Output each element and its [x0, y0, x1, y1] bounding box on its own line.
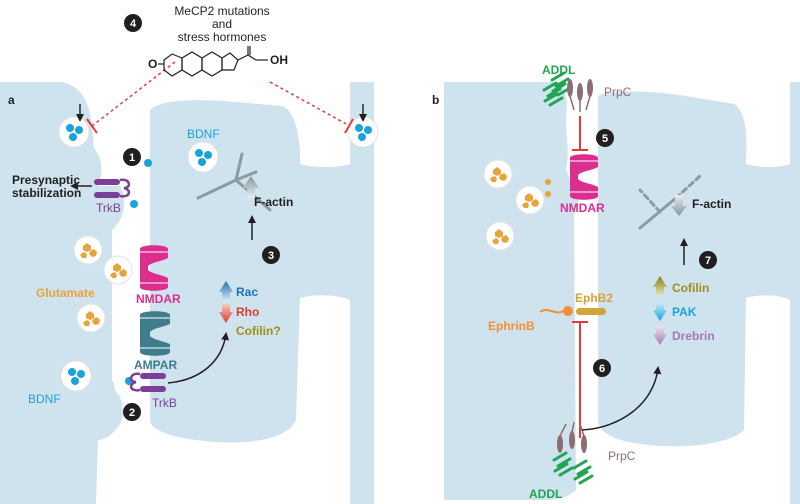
step-5-number: 5 [602, 133, 608, 145]
drebrin-down-arrow [653, 326, 667, 345]
ephb2-receptor [539, 306, 606, 316]
step-6-number: 6 [599, 363, 605, 375]
trkb-signaling-arrow [167, 332, 230, 384]
factin-up-arrow-a [243, 176, 259, 198]
bdnf-label-bottom: BDNF [28, 392, 61, 406]
rho-down-arrow [219, 304, 233, 323]
nmdar-receptor-a [140, 245, 168, 291]
cofilin-label-b: Cofilin [672, 281, 709, 295]
trkb-label-bottom: TrkB [152, 396, 177, 410]
glutamate-label: Glutamate [36, 286, 95, 300]
panel-b: 5 6 7 b ADDL ADDL PrpC PrpC NMDAR F-acti… [432, 63, 800, 504]
step-7-number: 7 [705, 255, 711, 267]
ephrinb-label: EphrinB [488, 319, 535, 333]
rac-up-arrow [219, 281, 233, 300]
cofilin-label-a: Cofilin? [236, 324, 281, 338]
bdnf-label-top: BDNF [187, 127, 220, 141]
addl-label-top: ADDL [542, 63, 575, 77]
actin-filament-b [638, 174, 702, 230]
ephb2-label: EphB2 [575, 291, 613, 305]
rho-label: Rho [236, 305, 259, 319]
addl-oligomer-bottom [572, 459, 594, 485]
factin-label-a: F-actin [254, 195, 293, 209]
ketone-o-label: O [148, 57, 157, 71]
presynaptic-terminal-left [0, 82, 125, 504]
step-1-number: 1 [129, 152, 135, 164]
trkb-receptor-bottom [129, 372, 166, 392]
glutamate-vesicle [515, 185, 545, 215]
addl-label-bottom: ADDL [529, 487, 562, 501]
step-badge-2 [123, 403, 141, 421]
panel-a-letter: a [8, 93, 15, 107]
glutamate-vesicle [483, 159, 513, 189]
presynaptic-terminal-b [444, 82, 579, 500]
step-2-number: 2 [129, 407, 135, 419]
glutamate-vesicle [485, 221, 515, 251]
prpc-signaling-arrow [581, 366, 662, 431]
step-badge-1 [123, 148, 141, 166]
prpc-bottom [557, 421, 587, 453]
panel-a: 1 2 3 a BDNF BDNF TrkB TrkB Presynaptic … [0, 61, 379, 504]
bdnf-vesicle [60, 360, 92, 392]
bdnf-molecule [144, 159, 152, 167]
step-badge-4 [124, 14, 142, 32]
step-badge-6 [593, 359, 611, 377]
ampar-receptor [140, 311, 170, 356]
step-badge-5 [596, 129, 614, 147]
factin-label-b: F-actin [692, 197, 731, 211]
factin-down-arrow-b [671, 195, 687, 216]
header-steroid: 4 MeCP2 mutations and stress hormones O … [124, 4, 288, 77]
bdnf-vesicle [187, 141, 219, 173]
presynaptic-label-line1: Presynaptic [12, 173, 80, 187]
header-line1: MeCP2 mutations [174, 4, 269, 18]
glutamate-vesicle [76, 303, 106, 333]
header-line3: stress hormones [178, 30, 267, 44]
hydroxyl-oh-label: OH [270, 53, 288, 67]
step-3-number: 3 [268, 250, 274, 262]
step-badge-3 [262, 246, 280, 264]
prpc-label-top: PrpC [604, 85, 632, 99]
rac-label: Rac [236, 285, 258, 299]
presynaptic-label-line2: stabilization [12, 186, 81, 200]
nmdar-label-a: NMDAR [136, 292, 181, 306]
glutamate-vesicle [103, 255, 133, 285]
trkb-receptor-top [94, 178, 131, 198]
panel-b-letter: b [432, 93, 439, 107]
nmdar-label-b: NMDAR [560, 201, 605, 215]
drebrin-label: Drebrin [672, 329, 715, 343]
header-line2: and [212, 17, 232, 31]
trkb-label-top: TrkB [96, 201, 121, 215]
step-4-number: 4 [130, 18, 137, 30]
steroid-structure [158, 46, 268, 77]
cofilin-up-arrow [653, 276, 667, 295]
glutamate-vesicle [73, 235, 103, 265]
ampar-label: AMPAR [134, 358, 177, 372]
bdnf-molecule [130, 200, 138, 208]
postsynaptic-dendrite [150, 82, 374, 504]
prpc-top [567, 79, 593, 112]
step-badge-7 [699, 251, 717, 269]
nmdar-receptor-b [570, 154, 598, 200]
prpc-label-bottom: PrpC [608, 449, 636, 463]
postsynaptic-dendrite-b [598, 82, 800, 504]
pak-down-arrow [653, 302, 667, 321]
bdnf-vesicle [58, 116, 90, 148]
pak-label: PAK [672, 305, 697, 319]
